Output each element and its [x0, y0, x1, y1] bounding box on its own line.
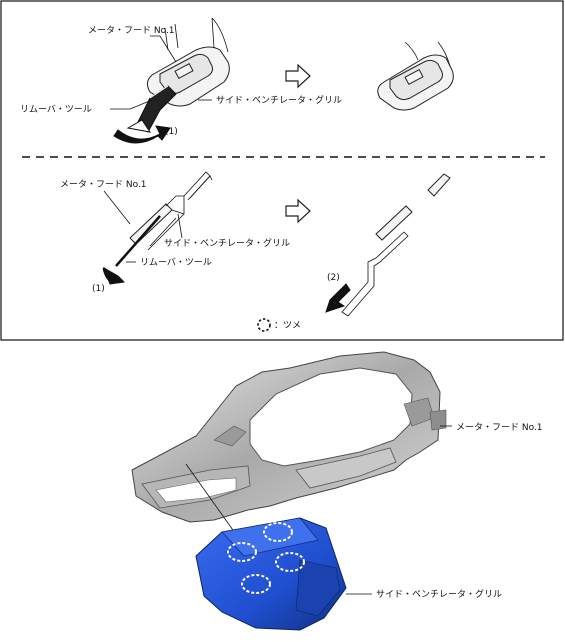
label-meter-hood-2: メータ・フード No.1	[60, 179, 147, 190]
label-removal-tool-2: リムーバ・ツール	[140, 257, 212, 268]
step2-left-illustration	[102, 171, 213, 285]
side-ventilator-grille	[195, 517, 347, 631]
label-side-grille-2: サイド・ベンチレータ・グリル	[164, 237, 290, 249]
claw-legend-label: ：ツメ	[274, 321, 301, 331]
claw-legend-icon	[257, 318, 271, 332]
claw-marker	[263, 522, 293, 542]
label-side-grille-3: サイド・ベンチレータ・グリル	[376, 588, 502, 600]
meter-hood-assembly	[131, 351, 447, 523]
label-side-grille-1: サイド・ベンチレータ・グリル	[216, 94, 342, 106]
label-removal-tool-1: リムーバ・ツール	[20, 104, 92, 115]
label-meter-hood-1: メータ・フード No.1	[88, 25, 175, 36]
claw-marker	[227, 542, 257, 562]
step1-right-illustration	[377, 41, 454, 111]
next-arrow-2	[285, 198, 311, 224]
step1-left-illustration	[113, 17, 230, 144]
claw-marker	[241, 574, 271, 594]
label-step2: (2)	[327, 273, 340, 283]
next-arrow-1	[285, 63, 311, 89]
label-step1-a: (1)	[165, 127, 178, 137]
step2-right-illustration	[325, 173, 451, 317]
procedure-frame	[0, 0, 564, 341]
claw-marker	[275, 552, 305, 572]
label-meter-hood-3: メータ・フード No.1	[456, 422, 543, 433]
label-step1-b: (1)	[92, 284, 105, 294]
